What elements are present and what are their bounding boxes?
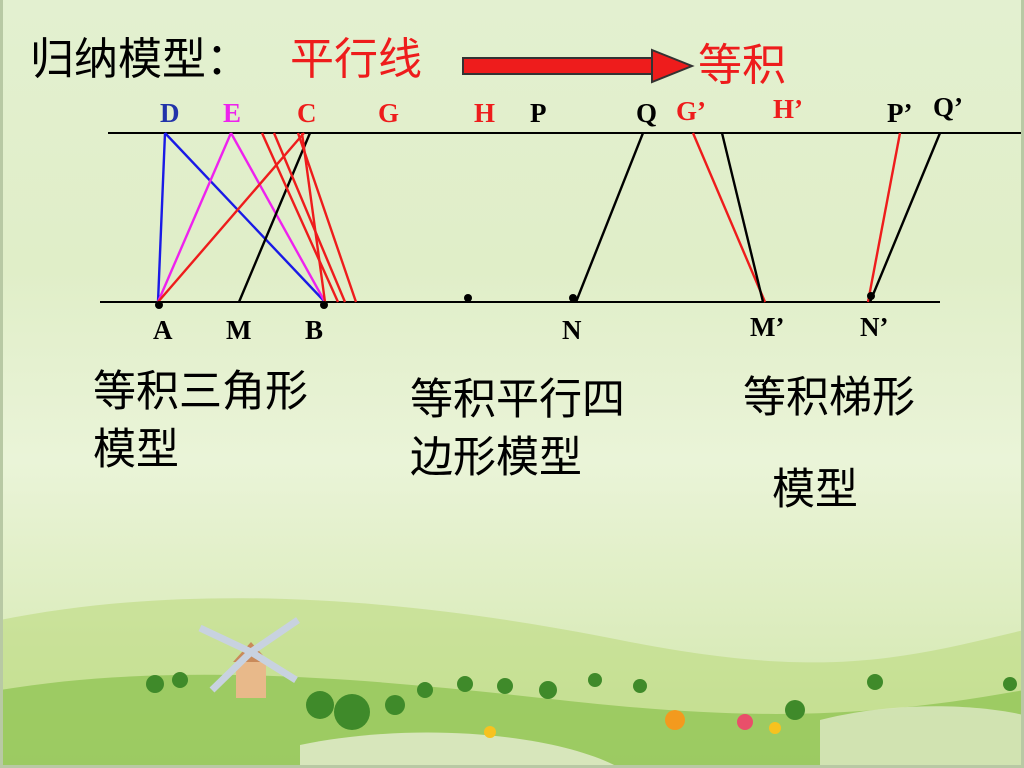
label-G2: G’ [676, 96, 706, 126]
arrow-head [651, 48, 695, 84]
heading-to: 等积 [698, 40, 786, 91]
segment-D-B [164, 132, 326, 303]
label-B: B [305, 315, 324, 345]
segment-D-A [156, 132, 167, 303]
point-extra [464, 294, 472, 302]
label-M: M [226, 315, 252, 345]
caption-triangle-line2: 模型 [93, 425, 179, 475]
label-H2: H’ [773, 94, 803, 124]
point-B [320, 301, 328, 309]
label-G: G [378, 98, 400, 128]
caption-trapezoid-line1: 等积梯形 [743, 373, 915, 423]
segment-G-red-2 [272, 132, 347, 303]
label-P2: P’ [887, 98, 913, 128]
label-E: E [223, 98, 242, 128]
segment-E-A [156, 132, 233, 303]
label-N2: N’ [860, 312, 889, 342]
caption-trapezoid-line2: 模型 [772, 465, 858, 515]
label-M2: M’ [750, 312, 785, 342]
point-N2 [867, 292, 875, 300]
trees [146, 672, 1017, 730]
heading-from: 平行线 [290, 34, 422, 85]
point-A [155, 301, 163, 309]
segment-Q2-N2 [868, 132, 942, 303]
segment-G2-M2 [691, 132, 767, 303]
segment-Q-N [574, 132, 645, 303]
segment-H-red [296, 132, 358, 303]
label-H: H [474, 98, 496, 128]
segments [156, 132, 942, 303]
segment-C-M [237, 132, 312, 303]
label-A: A [153, 315, 173, 345]
label-D: D [160, 98, 180, 128]
segment-P2-N2 [866, 132, 902, 303]
segment-G-red-1 [260, 132, 340, 303]
label-Q: Q [636, 98, 658, 128]
segment-E-B [229, 132, 327, 303]
heading-prefix: 归纳模型： [30, 34, 250, 85]
windmill [198, 617, 300, 698]
segment-H-B [300, 132, 327, 303]
point-N [569, 294, 577, 302]
caption-triangle-line1: 等积三角形 [93, 367, 308, 417]
label-N: N [562, 315, 582, 345]
label-C: C [297, 98, 317, 128]
segment-H2-M2 [720, 132, 765, 303]
label-P: P [530, 98, 547, 128]
flowers [484, 710, 781, 738]
caption-parallelogram-line1: 等积平行四 [410, 375, 625, 425]
label-Q2: Q’ [933, 92, 963, 122]
points [155, 292, 875, 309]
arrow [462, 48, 695, 84]
caption-parallelogram-line2: 边形模型 [410, 433, 582, 483]
segment-C-A [157, 132, 305, 303]
